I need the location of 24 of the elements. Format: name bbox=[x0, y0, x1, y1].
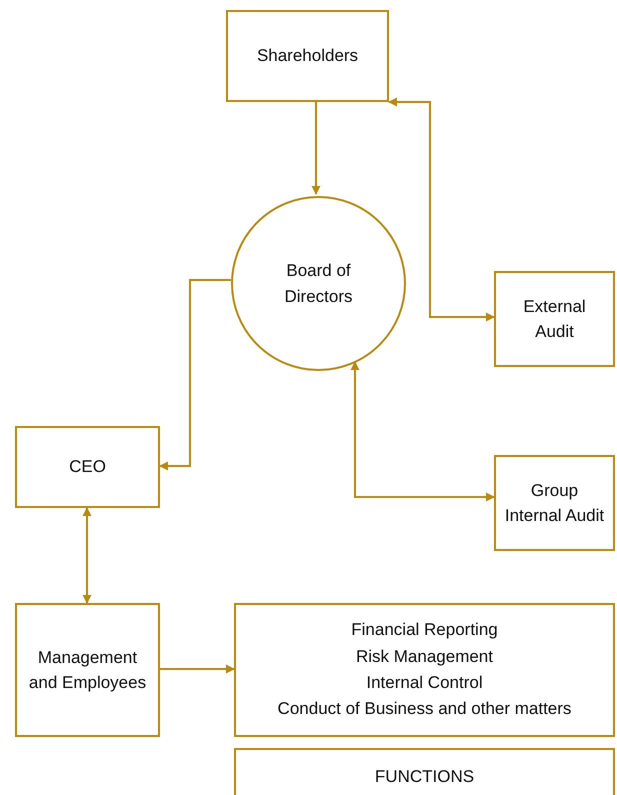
connector-arrow bbox=[350, 361, 495, 502]
process-box bbox=[15, 426, 160, 508]
connector-arrow bbox=[312, 102, 320, 195]
process-box bbox=[226, 10, 389, 102]
process-box bbox=[494, 455, 615, 551]
node-label: Internal Control bbox=[365, 672, 484, 694]
process-box bbox=[494, 271, 615, 367]
node-label: Management and Employees bbox=[28, 646, 148, 694]
node-label: External Audit bbox=[522, 296, 587, 343]
node-label: Board of Directors bbox=[283, 260, 354, 308]
node-label: Risk Management bbox=[354, 646, 494, 668]
node-label: Group Internal Audit bbox=[504, 480, 606, 527]
connector-arrow bbox=[160, 664, 235, 674]
connector-arrow bbox=[82, 507, 92, 604]
process-box bbox=[234, 748, 615, 795]
node-label: Shareholders bbox=[256, 45, 360, 68]
process-box bbox=[15, 603, 160, 737]
connector-arrow bbox=[388, 98, 495, 322]
node-label: Conduct of Business and other matters bbox=[276, 698, 572, 720]
process-box bbox=[234, 603, 615, 737]
node-label: Financial Reporting bbox=[350, 619, 499, 642]
node-label: CEO bbox=[68, 456, 107, 478]
connector-arrow bbox=[159, 279, 231, 470]
node-label: FUNCTIONS bbox=[374, 766, 476, 788]
